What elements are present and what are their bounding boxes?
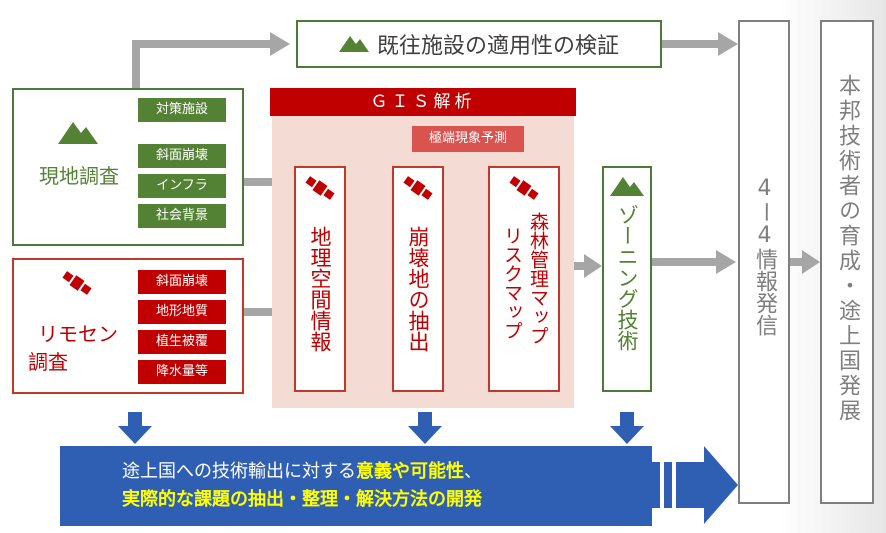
- banner-line-2: 実際的な課題の抽出・整理・解決方法の開発: [122, 489, 482, 510]
- field-tag-1: 対策施設: [138, 98, 226, 122]
- gis-header: ＧＩＳ解析: [270, 88, 576, 116]
- existing-facility-verification-box: 既往施設の適用性の検証: [296, 20, 662, 68]
- final-column-label: 本邦技術者の育成・途上国発展: [835, 74, 860, 424]
- gis-step-geospatial: [294, 166, 346, 392]
- mountain-icon: [338, 32, 369, 56]
- info-dissemination-column: [738, 20, 790, 504]
- field-survey-label: 現地調査: [39, 164, 119, 188]
- mountain-icon: [610, 174, 644, 200]
- remote-tag-2: 地形地質: [138, 300, 226, 324]
- gis-step-3-label: 森林管理マップ: [527, 212, 549, 345]
- field-tag-2: 斜面崩壊: [138, 144, 226, 168]
- remote-tag-4: 降水量等: [138, 360, 226, 384]
- satellite-icon: [508, 172, 540, 208]
- banner-line1-prefix: 途上国への技術輸出に対する: [122, 461, 356, 482]
- mountain-icon: [58, 118, 98, 148]
- remote-tag-3: 植生被覆: [138, 330, 226, 354]
- remote-sensing-label-line1: リモセン: [38, 322, 118, 346]
- gis-step-1-label: 地理空間情報: [308, 226, 332, 352]
- extreme-event-tag: 極端現象予測: [412, 126, 524, 152]
- bottom-banner: 途上国への技術輸出に対する意義や可能性、 実際的な課題の抽出・整理・解決方法の開…: [60, 446, 652, 526]
- remote-tag-1: 斜面崩壊: [138, 270, 226, 294]
- zoning-box: [602, 166, 652, 392]
- field-tag-4: 社会背景: [138, 204, 226, 228]
- remote-sensing-label-line2: 調査: [28, 350, 68, 374]
- banner-line-1: 途上国への技術輸出に対する意義や可能性、: [122, 458, 652, 486]
- final-goal-column: [820, 20, 874, 504]
- field-tag-3: インフラ: [138, 174, 226, 198]
- gis-step-risk-map: [488, 166, 560, 392]
- satellite-icon: [402, 172, 434, 208]
- banner-line1-suffix: 、: [464, 461, 482, 482]
- top-box-label: 既往施設の適用性の検証: [376, 34, 619, 59]
- satellite-icon: [304, 172, 336, 208]
- gis-step-2-label: 崩壊地の抽出: [406, 226, 430, 352]
- gis-step-4-label: リスクマップ: [501, 226, 523, 340]
- gis-step-landslide-extraction: [392, 166, 444, 392]
- satellite-icon: [60, 266, 94, 304]
- zoning-label: ゾーニング技術: [615, 204, 639, 351]
- info-column-label: 4ー4情報発信: [752, 176, 777, 336]
- banner-line1-highlight: 意義や可能性: [356, 461, 464, 482]
